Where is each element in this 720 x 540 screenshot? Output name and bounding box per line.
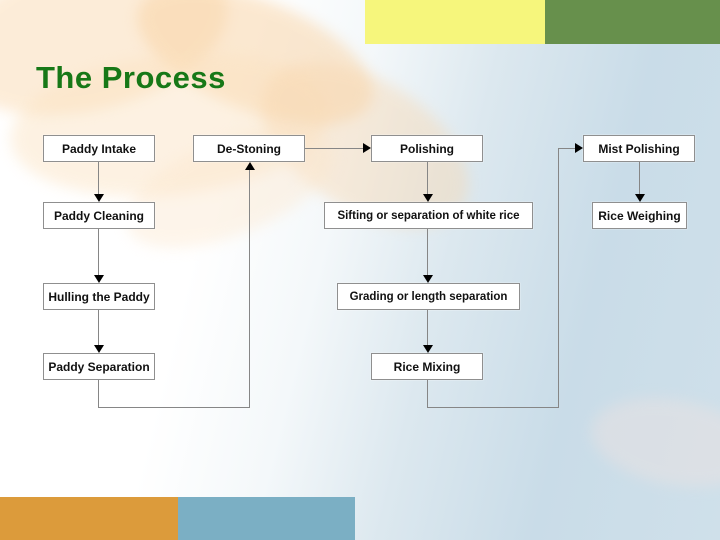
connector-line	[427, 229, 428, 275]
arrowhead-down-icon	[423, 345, 433, 353]
arrowhead-up-icon	[245, 162, 255, 170]
page-title: The Process	[36, 60, 226, 95]
connector-line	[98, 229, 99, 275]
arrowhead-right-icon	[575, 143, 583, 153]
arrowhead-down-icon	[423, 194, 433, 202]
flow-box-de-stoning: De-Stoning	[193, 135, 305, 162]
flow-box-hulling: Hulling the Paddy	[43, 283, 155, 310]
connector-line	[558, 148, 559, 408]
arrowhead-right-icon	[363, 143, 371, 153]
flow-box-paddy-cleaning: Paddy Cleaning	[43, 202, 155, 229]
connector-line	[427, 407, 559, 408]
connector-line	[305, 148, 363, 149]
connector-line	[427, 380, 428, 408]
flow-box-paddy-intake: Paddy Intake	[43, 135, 155, 162]
arrowhead-down-icon	[423, 275, 433, 283]
rice-grain-decoration	[583, 385, 720, 500]
flow-box-rice-weighing: Rice Weighing	[592, 202, 687, 229]
top-bar-green	[545, 0, 720, 44]
bottom-bar-orange	[0, 497, 178, 540]
connector-line	[639, 162, 640, 194]
bottom-bar-blue	[178, 497, 355, 540]
arrowhead-down-icon	[94, 194, 104, 202]
connector-line	[98, 407, 250, 408]
flow-box-sifting: Sifting or separation of white rice	[324, 202, 533, 229]
connector-line	[427, 310, 428, 345]
top-bar-yellow	[365, 0, 545, 44]
flow-box-mist-polishing: Mist Polishing	[583, 135, 695, 162]
rice-grain-decoration	[110, 102, 350, 273]
connector-line	[98, 380, 99, 408]
connector-line	[98, 310, 99, 345]
flow-box-polishing: Polishing	[371, 135, 483, 162]
connector-line	[427, 162, 428, 194]
arrowhead-down-icon	[94, 275, 104, 283]
arrowhead-down-icon	[635, 194, 645, 202]
flow-box-grading: Grading or length separation	[337, 283, 520, 310]
flow-box-rice-mixing: Rice Mixing	[371, 353, 483, 380]
arrowhead-down-icon	[94, 345, 104, 353]
flow-box-paddy-separation: Paddy Separation	[43, 353, 155, 380]
connector-line	[558, 148, 575, 149]
connector-line	[98, 162, 99, 194]
connector-line	[249, 170, 250, 408]
